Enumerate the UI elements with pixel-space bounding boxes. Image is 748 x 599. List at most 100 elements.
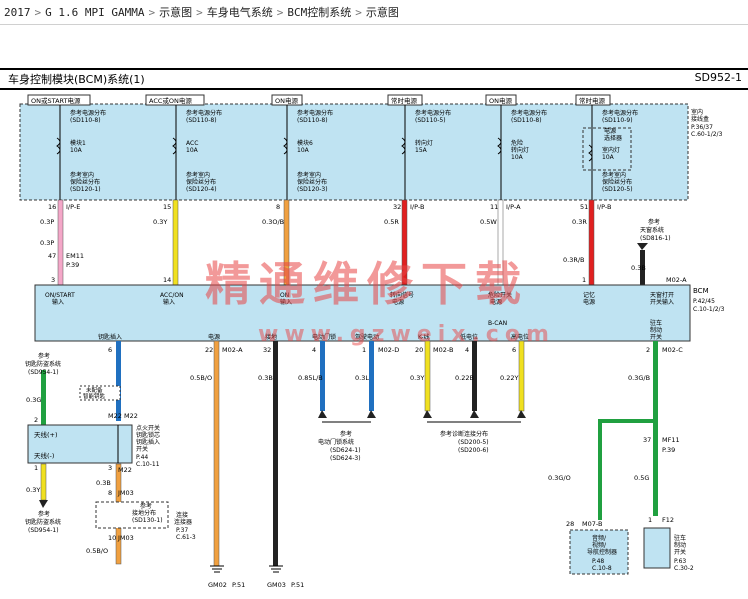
svg-text:高电位: 高电位 bbox=[511, 333, 529, 341]
svg-text:M22: M22 bbox=[118, 466, 132, 474]
svg-text:参考: 参考 bbox=[140, 502, 152, 510]
svg-text:电动门锁: 电动门锁 bbox=[312, 333, 336, 341]
wire-yellow-immo[interactable] bbox=[40, 463, 47, 501]
wire-black-ground[interactable] bbox=[273, 341, 278, 566]
power-label-3: 常时电源 bbox=[391, 96, 418, 105]
svg-text:P.37: P.37 bbox=[176, 527, 188, 534]
svg-text:0.5G: 0.5G bbox=[634, 474, 649, 482]
wire-yellow[interactable] bbox=[172, 199, 179, 286]
svg-text:低电位: 低电位 bbox=[460, 333, 478, 341]
svg-text:2: 2 bbox=[646, 346, 650, 354]
ref-immo-2: 钥匙防盗系统 bbox=[25, 360, 61, 368]
svg-text:接地分布: 接地分布 bbox=[132, 509, 156, 517]
wire-blue-lock-1[interactable] bbox=[320, 341, 325, 411]
svg-text:开关输入: 开关输入 bbox=[650, 298, 674, 306]
svg-text:0.3G: 0.3G bbox=[26, 396, 41, 404]
svg-text:音频/: 音频/ bbox=[592, 534, 607, 542]
svg-text:参考电源分布: 参考电源分布 bbox=[297, 109, 333, 117]
wire-orange-power[interactable] bbox=[213, 340, 220, 567]
svg-text:参考: 参考 bbox=[38, 510, 50, 518]
diag-arrow-1 bbox=[423, 410, 432, 418]
svg-text:模块1: 模块1 bbox=[70, 139, 86, 147]
svg-text:记忆: 记忆 bbox=[583, 291, 595, 299]
wire-yellow-kline[interactable] bbox=[424, 340, 431, 412]
wire-black-can-low[interactable] bbox=[472, 341, 477, 411]
breadcrumb-engine[interactable]: G 1.6 MPI GAMMA bbox=[45, 5, 145, 19]
wire-green-park[interactable] bbox=[653, 341, 658, 516]
power-label-5: 常时电源 bbox=[579, 96, 606, 105]
svg-text:C.61-3: C.61-3 bbox=[176, 534, 196, 541]
svg-text:15: 15 bbox=[163, 203, 171, 211]
svg-text:连接器: 连接器 bbox=[174, 518, 192, 526]
wire-pink[interactable] bbox=[57, 199, 64, 286]
svg-text:参考室内: 参考室内 bbox=[70, 171, 94, 179]
svg-text:P.51: P.51 bbox=[232, 581, 245, 589]
wire-black-roof[interactable] bbox=[640, 250, 645, 285]
svg-text:0.5B/O: 0.5B/O bbox=[190, 374, 212, 382]
svg-text:0.22B: 0.22B bbox=[455, 374, 474, 382]
svg-text:参考电源分布: 参考电源分布 bbox=[511, 109, 547, 117]
svg-text:钥匙插入: 钥匙插入 bbox=[136, 438, 160, 446]
svg-text:32: 32 bbox=[393, 203, 401, 211]
svg-text:参考诊断连接分布: 参考诊断连接分布 bbox=[440, 430, 488, 438]
watermark-text: 精通维修下载 bbox=[205, 257, 529, 311]
svg-text:(SD110-5): (SD110-5) bbox=[415, 117, 446, 124]
svg-text:I/P-B: I/P-B bbox=[410, 203, 424, 211]
svg-text:驻车: 驻车 bbox=[650, 319, 662, 327]
svg-text:点火开关: 点火开关 bbox=[136, 424, 160, 432]
svg-text:驻车: 驻车 bbox=[674, 534, 686, 542]
breadcrumb-schematic[interactable]: 示意图 bbox=[159, 6, 193, 19]
immobilizer-antenna bbox=[27, 424, 133, 464]
wire-red-2[interactable] bbox=[588, 199, 595, 286]
svg-text:4: 4 bbox=[465, 346, 469, 354]
svg-text:47: 47 bbox=[48, 252, 56, 260]
watermark-url: www.gzweix.com bbox=[258, 322, 555, 347]
wire-yellow-can-high[interactable] bbox=[518, 340, 525, 412]
junction-box bbox=[19, 103, 689, 201]
svg-text:ACC: ACC bbox=[186, 140, 198, 147]
svg-text:选择器: 选择器 bbox=[604, 134, 622, 142]
svg-text:32: 32 bbox=[263, 346, 271, 354]
key-note-box bbox=[79, 385, 121, 401]
svg-text:0.3Y: 0.3Y bbox=[410, 374, 424, 382]
svg-text:参考电源分布: 参考电源分布 bbox=[186, 109, 222, 117]
breadcrumb-year[interactable]: 2017 bbox=[4, 5, 31, 19]
svg-text:电源: 电源 bbox=[490, 298, 502, 306]
svg-text:接地: 接地 bbox=[265, 333, 277, 341]
svg-text:22: 22 bbox=[205, 346, 213, 354]
svg-text:0.3R/B: 0.3R/B bbox=[563, 256, 585, 264]
svg-text:钥匙锁芯: 钥匙锁芯 bbox=[136, 431, 160, 439]
svg-text:(SD110-8): (SD110-8) bbox=[70, 117, 101, 124]
svg-text:转向信号: 转向信号 bbox=[390, 291, 414, 299]
svg-text:智能钥匙: 智能钥匙 bbox=[83, 392, 106, 400]
breadcrumb-bcm[interactable]: BCM控制系统 bbox=[287, 6, 352, 19]
svg-text:(SD120-3): (SD120-3) bbox=[297, 186, 328, 193]
svg-text:8: 8 bbox=[108, 489, 112, 497]
wire-green-immo[interactable] bbox=[41, 370, 46, 425]
svg-text:(SD120-5): (SD120-5) bbox=[602, 186, 633, 193]
wire-blue-key[interactable] bbox=[116, 341, 121, 421]
bcm-bottom-labels: 钥匙插入 电源 接地 电动门锁 驾驶电动 K-线 低电位 高电位 驻车制动开关 … bbox=[98, 319, 662, 341]
breadcrumb-body-electrical[interactable]: 车身电气系统 bbox=[206, 6, 273, 19]
svg-text:(SD110-8): (SD110-8) bbox=[511, 117, 542, 124]
svg-text:2: 2 bbox=[34, 416, 38, 424]
svg-text:(SD110-8): (SD110-8) bbox=[186, 117, 217, 124]
svg-text:(SD110-9): (SD110-9) bbox=[602, 117, 633, 124]
svg-text:28: 28 bbox=[566, 520, 574, 528]
antenna-minus: 天线(-) bbox=[34, 451, 54, 460]
svg-text:视频/: 视频/ bbox=[592, 541, 607, 549]
diagram-code: SD952-1 bbox=[694, 71, 742, 84]
svg-text:6: 6 bbox=[108, 346, 112, 354]
wire-blue-lock-2[interactable] bbox=[369, 341, 374, 411]
svg-text:0.3P: 0.3P bbox=[40, 218, 54, 226]
svg-text:0.3G/O: 0.3G/O bbox=[548, 474, 571, 482]
svg-text:M02-B: M02-B bbox=[433, 346, 453, 354]
ref-roof-3: (SD816-1) bbox=[640, 235, 671, 242]
wire-green-branch[interactable] bbox=[598, 419, 653, 520]
svg-text:P.39: P.39 bbox=[662, 446, 675, 454]
svg-text:参考室内: 参考室内 bbox=[602, 171, 626, 179]
svg-text:6: 6 bbox=[512, 346, 516, 354]
